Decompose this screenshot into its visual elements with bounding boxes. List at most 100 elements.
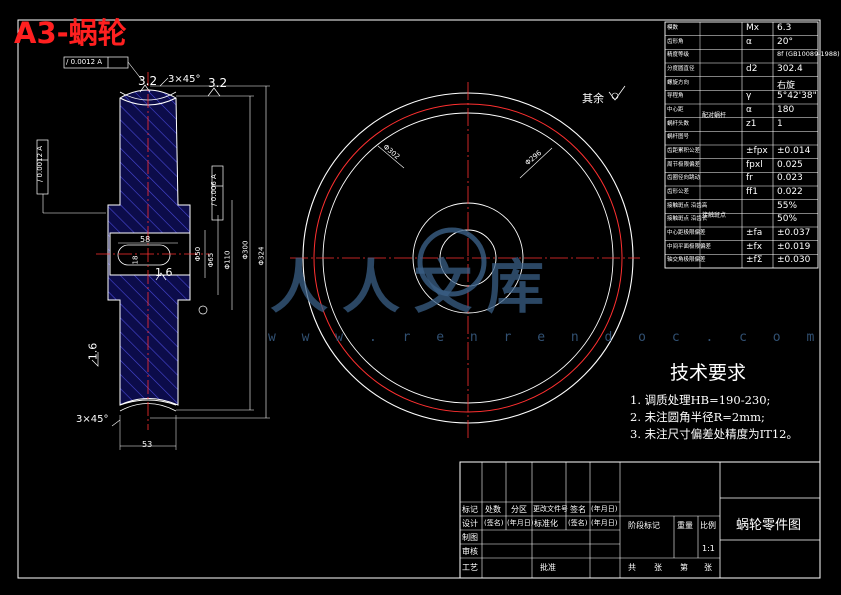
rest-roughness-label: 其余: [582, 92, 604, 105]
tb-date3: (年月日): [591, 519, 618, 527]
param-symbol: α: [746, 105, 752, 115]
tech-requirements-title: 技术要求: [670, 362, 747, 384]
drawing-title: A3-蜗轮: [14, 16, 127, 50]
param-label: 齿圈径向跳动: [667, 175, 701, 182]
tb-sign3: (签名): [568, 519, 588, 527]
watermark-text: 人人文库: [270, 253, 559, 321]
drawing-name: 蜗轮零件图: [736, 518, 802, 533]
tb-stage: 阶段标记: [628, 521, 660, 530]
param-symbol: ±fa: [746, 228, 763, 238]
param-symbol: fpxl: [746, 159, 763, 170]
param-value: 302.4: [777, 64, 803, 74]
param-value: 1: [777, 118, 783, 129]
roughness-mid: 1.6: [155, 266, 173, 279]
param-symbol: d2: [746, 64, 758, 74]
tb-sign2: (签名): [484, 519, 504, 527]
param-value: 50%: [777, 214, 798, 225]
param-label: 分度圆直径: [667, 66, 695, 72]
param-value: 5°42'38": [777, 91, 817, 102]
top-tolerance-label: / 0.0012 A: [66, 58, 103, 66]
tb-scale: 1:1: [702, 544, 715, 553]
param-value: ±0.030: [777, 255, 811, 266]
tb-date2: (年月日): [507, 519, 534, 527]
tech-item-1: 1. 调质处理HB=190-230;: [630, 393, 771, 407]
param-value: 0.023: [777, 173, 803, 184]
param-value: 6.3: [777, 23, 792, 33]
tb-sign: 签名: [570, 505, 586, 514]
param-symbol: ±fpx: [746, 146, 768, 156]
tech-item-2: 2. 未注圆角半径R=2mm;: [630, 410, 765, 424]
param-label: 精度等级: [667, 52, 690, 59]
left-tolerance-label: / 0.0012 A: [36, 145, 45, 183]
tb-ratio: 比例: [700, 521, 716, 530]
tb-mark: 标记: [462, 505, 478, 514]
tb-check: 审核: [462, 547, 478, 556]
param-symbol: ±fx: [746, 241, 763, 252]
dim-phi65: Φ65: [207, 252, 216, 268]
tb-std: 标准化: [534, 519, 558, 528]
tb-page: 第: [680, 563, 688, 572]
param-value: 0.025: [777, 159, 803, 170]
dim-phi324: Φ324: [257, 246, 266, 266]
param-symbol: ±fΣ: [746, 255, 763, 266]
param-label: 蜗杆头数: [667, 120, 690, 127]
tb-count: 处数: [485, 505, 501, 514]
dim-58: 58: [140, 235, 151, 244]
param-label: 轴交角极限偏差: [667, 257, 706, 264]
param-label: 螺旋方向: [667, 79, 690, 86]
tb-zone: 分区: [511, 505, 527, 514]
param-value: 55%: [777, 200, 798, 211]
param-group-a: 配对蜗杆: [702, 112, 727, 119]
param-value: 20°: [777, 36, 793, 47]
param-symbol: α: [746, 36, 752, 47]
watermark-emblem: [417, 227, 487, 297]
tb-weight: 重量: [677, 521, 693, 530]
param-value: 8f (GB10089-1988): [777, 50, 840, 59]
tb-craft: 工艺: [462, 563, 478, 572]
tb-total: 共: [628, 563, 636, 572]
front-view: [290, 82, 640, 440]
param-value: ±0.014: [777, 146, 811, 156]
dim-bottom: 53: [142, 440, 153, 449]
param-symbol: z1: [746, 118, 757, 129]
section-view: [36, 56, 270, 450]
chamfer-bottom: 3×45°: [76, 414, 109, 425]
tb-pagesheet: 张: [704, 563, 712, 572]
param-symbol: γ: [746, 91, 752, 102]
dim-phi300: Φ300: [241, 240, 250, 260]
roughness-top-left: 3.2: [138, 74, 158, 88]
param-label: 接触斑点 沿齿长: [667, 216, 708, 223]
tb-doc: 更改文件号: [533, 505, 568, 513]
param-value: ±0.037: [777, 228, 811, 238]
mid-tolerance-label: / 0.006 A: [209, 174, 218, 206]
dim-phi50: Φ50: [194, 246, 203, 262]
tb-approve: 批准: [540, 563, 556, 572]
param-label: 蜗杆图号: [667, 134, 690, 141]
param-label: 中心距: [667, 107, 684, 113]
param-value: 0.022: [777, 187, 803, 197]
tb-design: 设计: [462, 519, 478, 528]
tech-item-3: 3. 未注尺寸偏差处精度为IT12。: [630, 427, 798, 441]
param-label: 齿距累积公差: [667, 148, 701, 154]
param-label: 导程角: [667, 93, 684, 100]
param-label: 中心距极限偏差: [667, 230, 706, 236]
watermark-url: w w w . r e n r e n d o c . c o m: [268, 330, 824, 345]
param-label: 接触斑点 沿齿高: [667, 202, 708, 209]
tb-draw: 制图: [462, 533, 478, 542]
param-table: [664, 21, 819, 269]
param-value: ±0.019: [777, 241, 811, 252]
param-value: 右旋: [777, 80, 796, 91]
param-label: 中间平面极限偏差: [667, 243, 712, 250]
roughness-left: 1.6: [86, 342, 100, 361]
param-label: 模数: [667, 25, 679, 31]
title-block: [459, 461, 821, 579]
chamfer-top: 3×45°: [168, 74, 201, 85]
param-symbol: ff1: [746, 187, 758, 197]
tb-sheet: 张: [654, 563, 662, 572]
keyway-dim: 18: [131, 255, 140, 265]
param-symbol: fr: [746, 173, 753, 184]
roughness-top: 3.2: [208, 76, 228, 90]
tb-date: (年月日): [591, 505, 618, 513]
dim-phi110: Φ110: [223, 250, 232, 270]
